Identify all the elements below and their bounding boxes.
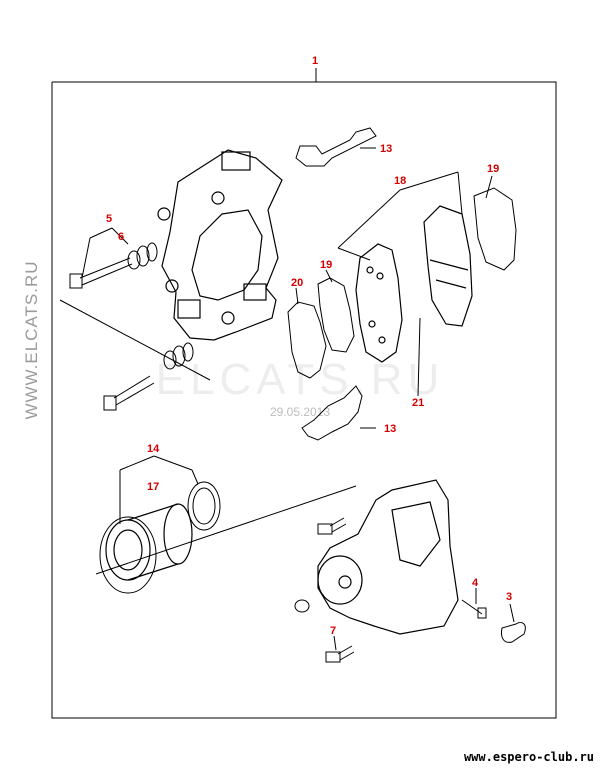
guide-pin-boot-upper xyxy=(127,242,158,270)
callout-13-lower: 13 xyxy=(384,423,396,435)
date-watermark: 29.05.2013 xyxy=(269,405,331,419)
callout-14: 14 xyxy=(147,443,160,455)
callout-13-upper: 13 xyxy=(380,143,392,155)
caliper-bolt-lower xyxy=(325,645,355,663)
caliper-carrier-bracket xyxy=(157,149,283,341)
caliper-washer xyxy=(294,599,310,613)
callout-6: 6 xyxy=(118,231,124,243)
bleeder-screw xyxy=(461,599,487,619)
brake-pad-anti-squeal-shim-left xyxy=(317,277,355,353)
guide-pin-lower xyxy=(103,375,155,411)
callout-21: 21 xyxy=(412,397,424,409)
piston-seal xyxy=(187,481,221,531)
center-watermark: ELCATS.RU xyxy=(155,355,445,404)
callout-3: 3 xyxy=(506,591,512,603)
caliper-bolt-upper xyxy=(317,517,347,535)
anti-rattle-clip-upper xyxy=(295,127,377,167)
anti-rattle-clip-lower xyxy=(301,385,363,441)
callout-19-left: 19 xyxy=(320,259,332,271)
brake-pad-outer xyxy=(423,205,473,327)
caliper-housing xyxy=(317,479,459,635)
callout-1: 1 xyxy=(312,55,318,67)
caliper-piston xyxy=(105,503,193,581)
leader-lines xyxy=(59,147,515,651)
brake-pad-shim-inner xyxy=(287,301,327,379)
callout-5: 5 xyxy=(106,213,112,225)
bleeder-cap xyxy=(501,621,526,643)
callout-20: 20 xyxy=(291,277,303,289)
callout-17: 17 xyxy=(147,481,159,493)
assembly-frame xyxy=(51,81,557,719)
callout-7: 7 xyxy=(330,625,336,637)
piston-boot xyxy=(99,516,157,594)
guide-pin-upper xyxy=(69,257,133,289)
guide-pin-boot-lower xyxy=(163,342,194,370)
footer-url: www.espero-club.ru xyxy=(463,750,594,764)
callout-19-right: 19 xyxy=(487,163,499,175)
brake-pad-inner xyxy=(355,243,403,363)
brake-pad-anti-squeal-shim-right xyxy=(473,187,517,271)
callout-18: 18 xyxy=(394,175,406,187)
callout-4: 4 xyxy=(472,577,479,589)
